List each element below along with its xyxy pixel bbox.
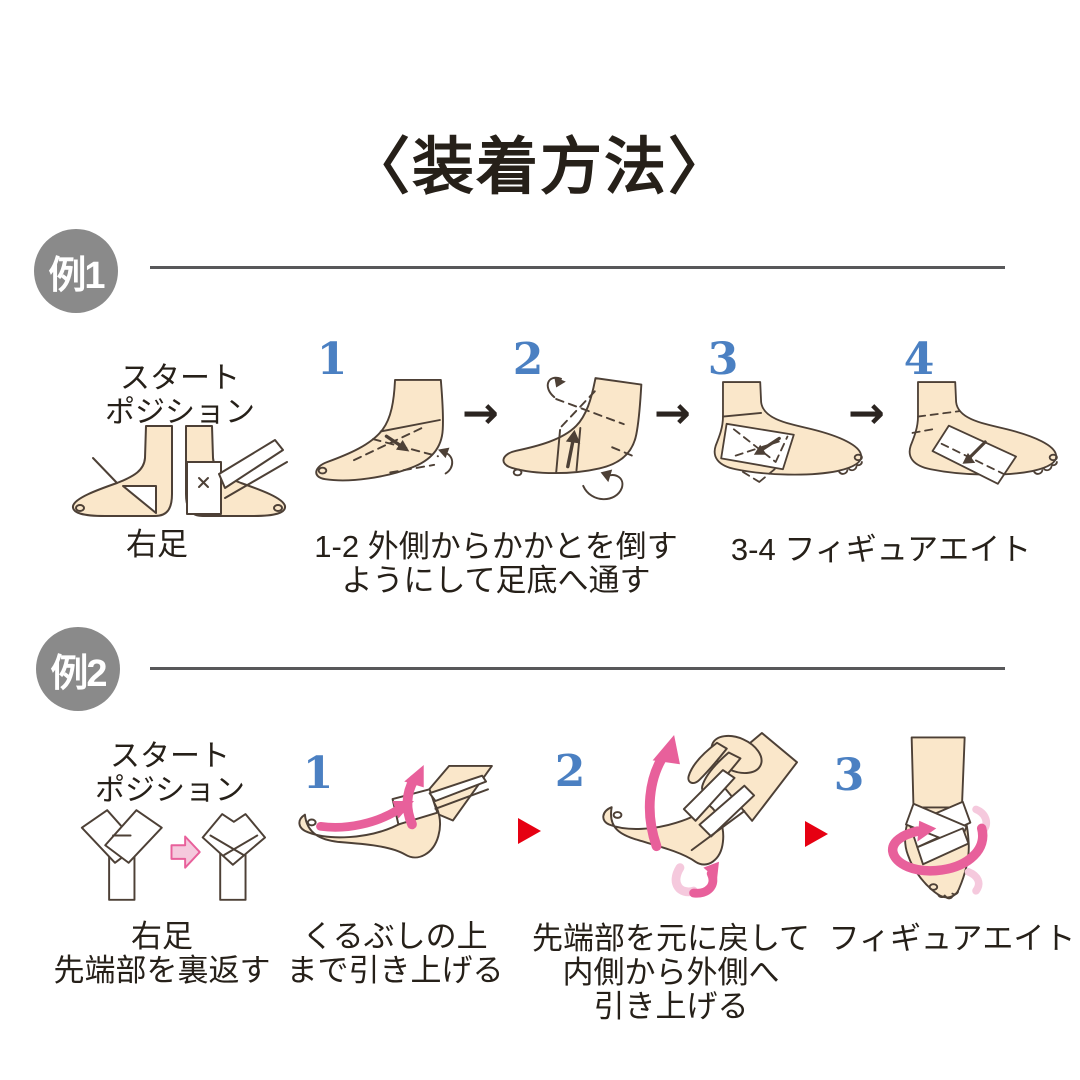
example2-step3-caption: フィギュアエイト xyxy=(828,921,1076,956)
example1-start-caption: 右足 xyxy=(126,527,188,562)
example2-step3-foot-illustration xyxy=(887,736,990,900)
example1-step4-number: 4 xyxy=(903,334,935,385)
example2-step1-foot-illustration xyxy=(298,764,493,859)
example2-step2-number: 2 xyxy=(554,746,586,797)
ankle-wrap-band xyxy=(720,422,795,471)
wrap-direction-arrow-icon xyxy=(962,440,987,464)
example1-badge: 例1 xyxy=(34,229,118,313)
pull-up-arrow-icon xyxy=(644,734,680,852)
pull-up-arrow-icon xyxy=(565,429,581,469)
wrap-direction-arrow-icon xyxy=(384,434,410,452)
example2-divider xyxy=(150,667,1005,670)
strap-band xyxy=(698,784,756,838)
example1-step3-foot-illustration xyxy=(713,381,863,483)
flip-arrow-icon xyxy=(170,835,201,869)
example1-start-label: スタート ポジション xyxy=(105,362,255,429)
ankle-bandage xyxy=(186,461,222,515)
pull-up-arrow-icon xyxy=(402,764,424,830)
example2-step3-number: 3 xyxy=(833,750,865,801)
example1-step2-number: 2 xyxy=(512,334,544,385)
heel-curl-arrow-icon xyxy=(437,447,454,475)
step3-to-step4-arrow-icon: → xyxy=(848,388,885,439)
example1-step1-foot-illustration xyxy=(315,378,454,482)
step2-to-step3-arrow-icon xyxy=(805,821,828,847)
example2-step1-number: 1 xyxy=(302,748,334,799)
example2-start-label: スタート ポジション xyxy=(95,740,245,807)
example1-badge-label: 例1 xyxy=(48,254,105,297)
example1-steps34-caption: 3-4 フィギュアエイト xyxy=(730,532,1032,567)
top-curl-arrow-icon xyxy=(546,376,566,399)
example1-start-feet-illustration xyxy=(72,425,288,517)
example1-step3-number: 3 xyxy=(707,334,739,385)
page-title: 〈装着方法〉 xyxy=(347,133,732,202)
example2-badge-label: 例2 xyxy=(50,652,107,695)
step1-to-step2-arrow-icon: → xyxy=(462,388,499,439)
under-sole-curl-arrow-icon xyxy=(582,469,624,501)
heel-strap-wedge xyxy=(122,485,157,514)
flip-under-curl-arrow-icon xyxy=(671,861,719,898)
example1-step4-foot-illustration xyxy=(908,381,1058,485)
example1-step2-foot-illustration xyxy=(502,376,643,501)
example2-step1-caption: くるぶしの上 まで引き上げる xyxy=(286,919,504,988)
strap-band xyxy=(682,769,736,822)
example1-step1-number: 1 xyxy=(316,334,348,385)
tape-end-strap xyxy=(428,774,488,802)
example2-start-caption: 右足 先端部を裏返す xyxy=(53,919,271,988)
step2-to-step3-arrow-icon: → xyxy=(654,388,691,439)
strap-band xyxy=(218,439,284,489)
step1-to-step2-arrow-icon xyxy=(518,818,541,844)
wrap-around-arrow-icon xyxy=(887,820,988,876)
wrap-direction-arrow-icon xyxy=(753,436,781,455)
example2-start-tape-diagram xyxy=(80,809,266,901)
example2-step2-foot-illustration xyxy=(602,732,798,898)
wrap-tail-icon xyxy=(964,868,983,895)
example2-badge: 例2 xyxy=(36,627,120,711)
example2-step2-caption: 先端部を元に戻して 内側から外側へ 引き上げる xyxy=(531,921,811,1024)
lower-strap xyxy=(916,827,970,866)
example1-divider xyxy=(150,266,1005,269)
example1-steps12-caption: 1-2 外側からかかとを倒す ようにして足底へ通す xyxy=(314,529,678,598)
